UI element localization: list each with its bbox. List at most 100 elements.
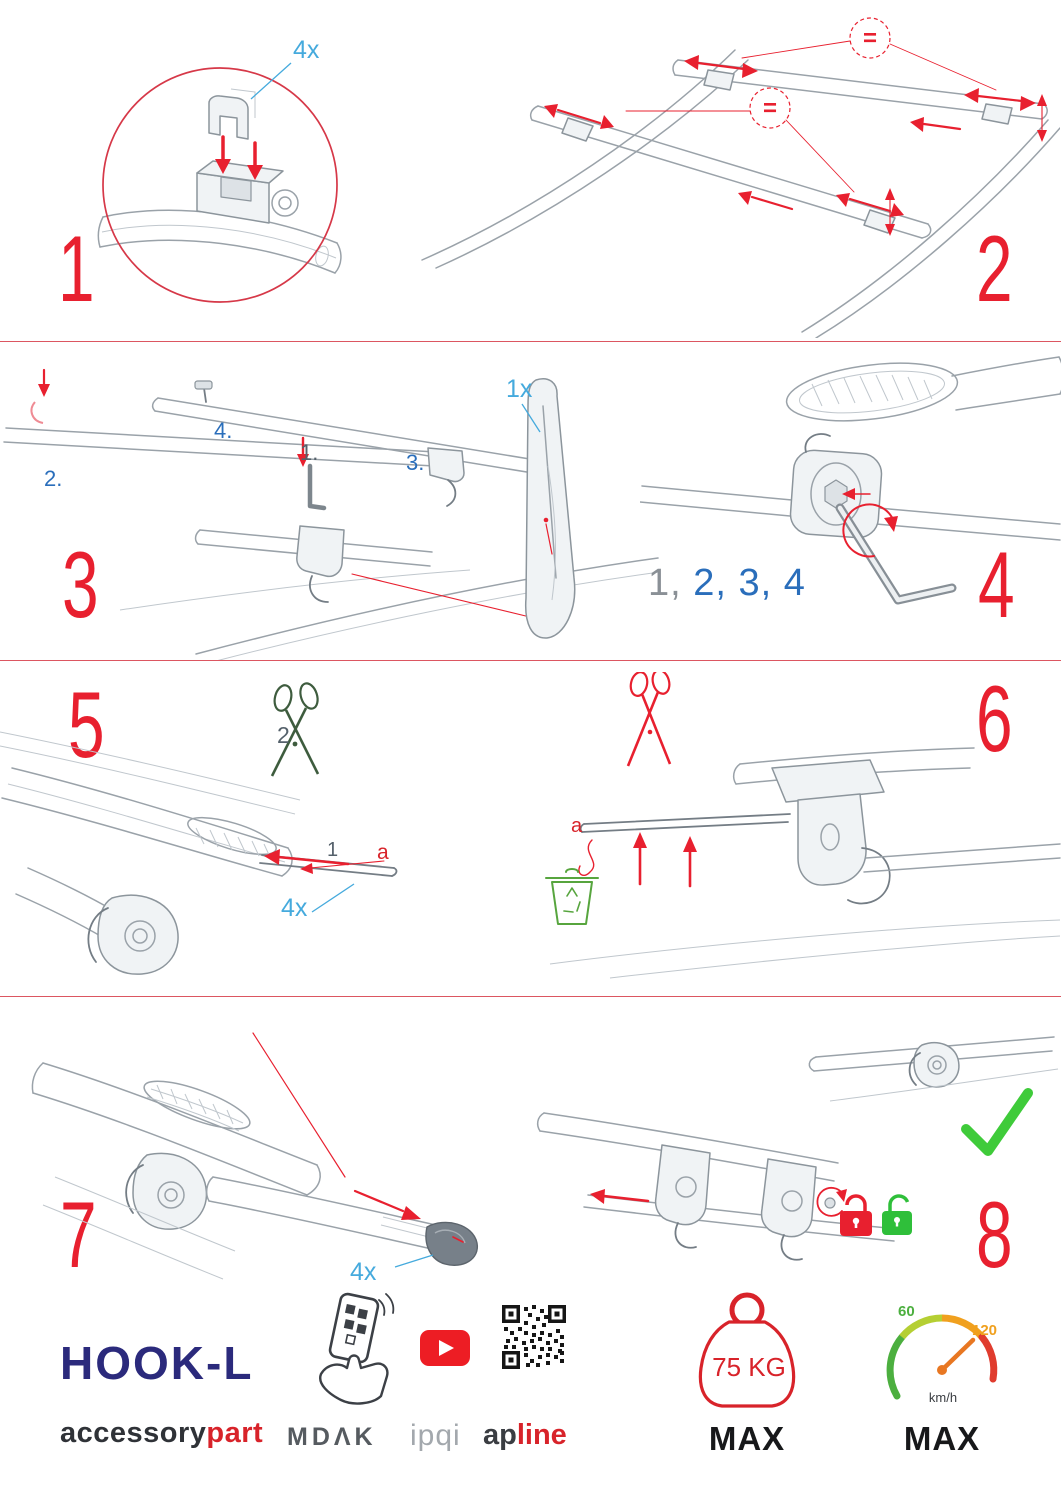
- step-6-panel: [540, 672, 1061, 992]
- step3-order-1: 1.: [300, 440, 319, 465]
- clamp-foot: [125, 1152, 208, 1230]
- step-3-number: 3: [62, 532, 99, 637]
- section-divider-1: [0, 341, 1061, 342]
- step-3-drawing: [3, 368, 660, 660]
- apline-right: line: [516, 1419, 567, 1451]
- step-7-panel: [25, 1005, 545, 1305]
- needle: [939, 1337, 976, 1373]
- bar-top-view: [31, 1032, 346, 1196]
- insert-arrows: [215, 135, 263, 180]
- scissors-icon: [270, 682, 320, 777]
- clamp-housing: [196, 160, 299, 224]
- apline-logo: apline: [483, 1419, 567, 1452]
- lower-bar-with-clamp: [194, 525, 544, 623]
- step-8-panel: [530, 1005, 1061, 1305]
- max-load-icon: [688, 1288, 806, 1414]
- bar-end-cap-view: [205, 1176, 478, 1266]
- locking-view: [536, 1112, 899, 1261]
- step-4-panel: [640, 348, 1061, 660]
- step5-dim-label: a: [377, 841, 389, 864]
- step-4-number: 4: [978, 532, 1015, 637]
- installed-ok-view: [808, 1036, 1059, 1102]
- qty-leader-line: [311, 883, 355, 913]
- step-6-drawing: [545, 672, 1061, 979]
- clamp-mechanism: [789, 433, 883, 539]
- equal-marker-2: =: [762, 95, 777, 122]
- rear-bar: [151, 380, 552, 476]
- step3-order-4: 4.: [214, 418, 233, 443]
- hex-key: [297, 436, 327, 511]
- step1-qty-label: 4x: [293, 36, 320, 64]
- scan-phone-icon: [305, 1290, 395, 1405]
- step-1-number: 1: [58, 216, 95, 321]
- step5-insert-order: 1: [327, 839, 339, 861]
- roof-edge: [549, 919, 1061, 979]
- rubber-strip: [579, 813, 791, 833]
- step5-qty-label: 4x: [281, 894, 308, 922]
- brand-logo: accessorypart: [60, 1417, 263, 1450]
- step-7-number: 7: [60, 1182, 97, 1287]
- magnifier-circle: [102, 67, 338, 303]
- speedometer-drawing: [886, 1314, 998, 1400]
- aero-bar: [1, 767, 293, 877]
- speed-unit-label: km/h: [928, 1390, 958, 1405]
- qr-code-icon: [502, 1305, 566, 1369]
- hand: [319, 1354, 389, 1405]
- youtube-icon: [420, 1330, 470, 1366]
- phone-qr-drawing: [319, 1292, 395, 1405]
- step-2-drawing: [421, 17, 1060, 338]
- max-load-label: MAX: [708, 1420, 786, 1457]
- cut-off-scrap: [578, 839, 595, 876]
- insert-arrow: [264, 849, 385, 874]
- step-5-panel: [0, 672, 570, 992]
- roof-outline: [119, 557, 660, 660]
- step-8-number: 8: [976, 1182, 1013, 1287]
- allen-key: [835, 503, 957, 605]
- rotate-arrow: [842, 503, 898, 558]
- step-2-number: 2: [976, 216, 1013, 321]
- clamp-foot: [15, 867, 179, 975]
- max-load-value: 75 KG: [712, 1352, 786, 1382]
- phone: [328, 1292, 380, 1364]
- mdak-logo: MDΛK: [287, 1423, 377, 1451]
- bar-end-section: [785, 356, 1061, 422]
- speed-min-label: 60: [898, 1303, 915, 1320]
- step-2-panel: [420, 8, 1060, 338]
- qty-leader-line: [250, 62, 292, 100]
- rail-cover-piece: [524, 378, 576, 639]
- step-5-number: 5: [68, 672, 105, 777]
- padlock-closed-icon: [840, 1194, 872, 1236]
- hook-bracket: [771, 759, 1061, 905]
- ipqi-logo: ipqi: [410, 1419, 461, 1452]
- step4-seq-first: 1,: [648, 562, 682, 604]
- equal-marker-1: =: [862, 25, 877, 52]
- measure-marks: [885, 94, 1047, 236]
- brand-right: part: [206, 1417, 264, 1449]
- max-speed-icon: [878, 1292, 1003, 1407]
- loosen-hint: [30, 368, 50, 424]
- step-1-drawing: [97, 62, 342, 303]
- front-bar: [3, 427, 465, 507]
- section-divider-2: [0, 660, 1061, 661]
- step-8-drawing: [536, 1036, 1059, 1261]
- step3-order-3: 3.: [406, 450, 425, 475]
- step-3-panel: [0, 348, 660, 660]
- step-6-number: 6: [976, 666, 1013, 771]
- bar-through-clamp: [640, 485, 1061, 541]
- qty-leader-line: [394, 1254, 434, 1268]
- roof-rails: [421, 49, 1060, 338]
- step-1-panel: [55, 25, 405, 325]
- rear-crossbar: [529, 105, 932, 239]
- product-name: HOOK-L: [60, 1337, 254, 1389]
- push-arrows: [633, 832, 697, 888]
- step4-seq-rest: 2, 3, 4: [681, 562, 806, 604]
- speed-high-label: 120: [972, 1322, 998, 1339]
- hook-bracket-part: [208, 88, 256, 140]
- scissors-icon: [626, 672, 672, 767]
- adjustment-arrows: [544, 55, 1036, 217]
- roof-edge: [42, 1176, 236, 1280]
- qty-leader-line: [521, 403, 541, 433]
- step3-qty-label: 1x: [506, 375, 533, 403]
- apline-left: ap: [483, 1419, 517, 1451]
